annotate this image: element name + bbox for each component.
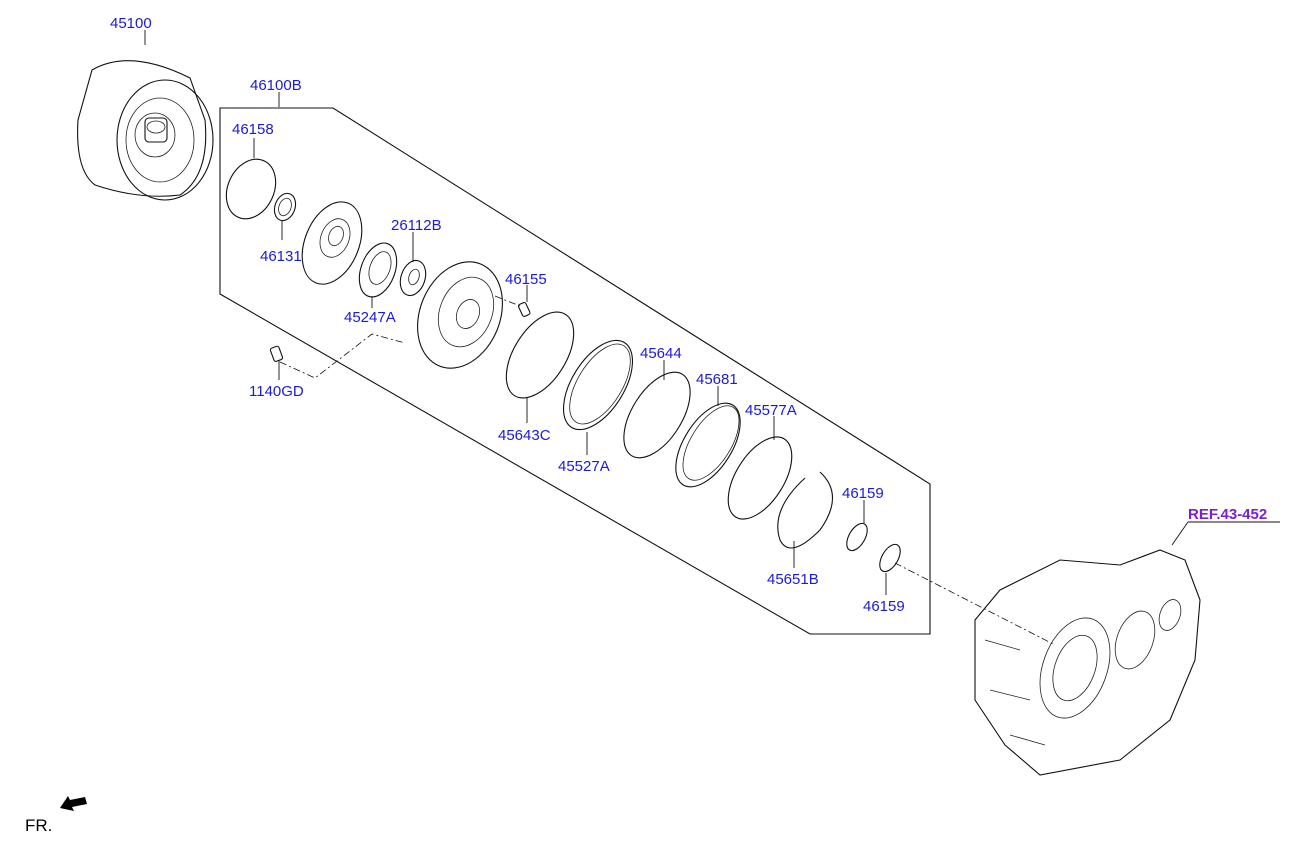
oil-pump-housing[interactable] (402, 249, 517, 381)
front-direction-label: FR. (25, 816, 52, 835)
pump-cover-plate[interactable] (291, 193, 373, 293)
label-1140gd[interactable]: 1140GD (249, 383, 304, 400)
front-arrow-icon (60, 796, 87, 811)
reference-link-43-452[interactable]: REF.43-452 (1188, 506, 1267, 523)
front-direction-indicator: FR. (25, 796, 87, 835)
snap-ring-45651b[interactable] (777, 471, 833, 549)
ring-45644[interactable] (610, 361, 703, 469)
label-45644[interactable]: 45644 (640, 345, 682, 362)
o-ring-46158[interactable] (217, 151, 285, 227)
seal-ring-45643c[interactable] (493, 301, 588, 410)
bolt-1140gd-axis (279, 333, 406, 379)
transmission-housing[interactable] (974, 549, 1201, 776)
torque-converter[interactable] (77, 60, 214, 201)
label-46159-lower[interactable]: 46159 (863, 598, 905, 615)
label-46159-upper[interactable]: 46159 (842, 485, 884, 502)
ring-45681[interactable] (663, 392, 754, 497)
bolt-1140gd[interactable] (269, 345, 284, 362)
label-45247a[interactable]: 45247A (344, 309, 396, 326)
label-46100b[interactable]: 46100B (250, 77, 302, 94)
oil-seal-46131[interactable] (271, 190, 299, 223)
ring-45577a[interactable] (715, 426, 804, 529)
label-45681[interactable]: 45681 (696, 371, 738, 388)
o-ring-46159-lower[interactable] (876, 541, 905, 575)
label-46158[interactable]: 46158 (232, 121, 274, 138)
leader-lines (144, 30, 1280, 595)
assembly-outline-46100b (219, 107, 931, 635)
label-46131[interactable]: 46131 (260, 248, 302, 265)
label-26112b[interactable]: 26112B (391, 217, 442, 234)
label-45527a[interactable]: 45527A (558, 458, 610, 475)
inner-gear-26112b[interactable] (396, 257, 430, 299)
outer-gear-45247a[interactable] (352, 238, 403, 302)
label-45651b[interactable]: 45651B (767, 571, 819, 588)
label-45100[interactable]: 45100 (110, 15, 152, 32)
label-45643c[interactable]: 45643C (498, 427, 551, 444)
label-45577a[interactable]: 45577A (745, 402, 797, 419)
label-46155[interactable]: 46155 (505, 271, 547, 288)
seal-45527a[interactable] (549, 329, 646, 441)
bolt-46155-axis (494, 295, 521, 307)
o-ring-46159-upper[interactable] (843, 520, 872, 554)
bolt-46155[interactable] (517, 301, 531, 317)
